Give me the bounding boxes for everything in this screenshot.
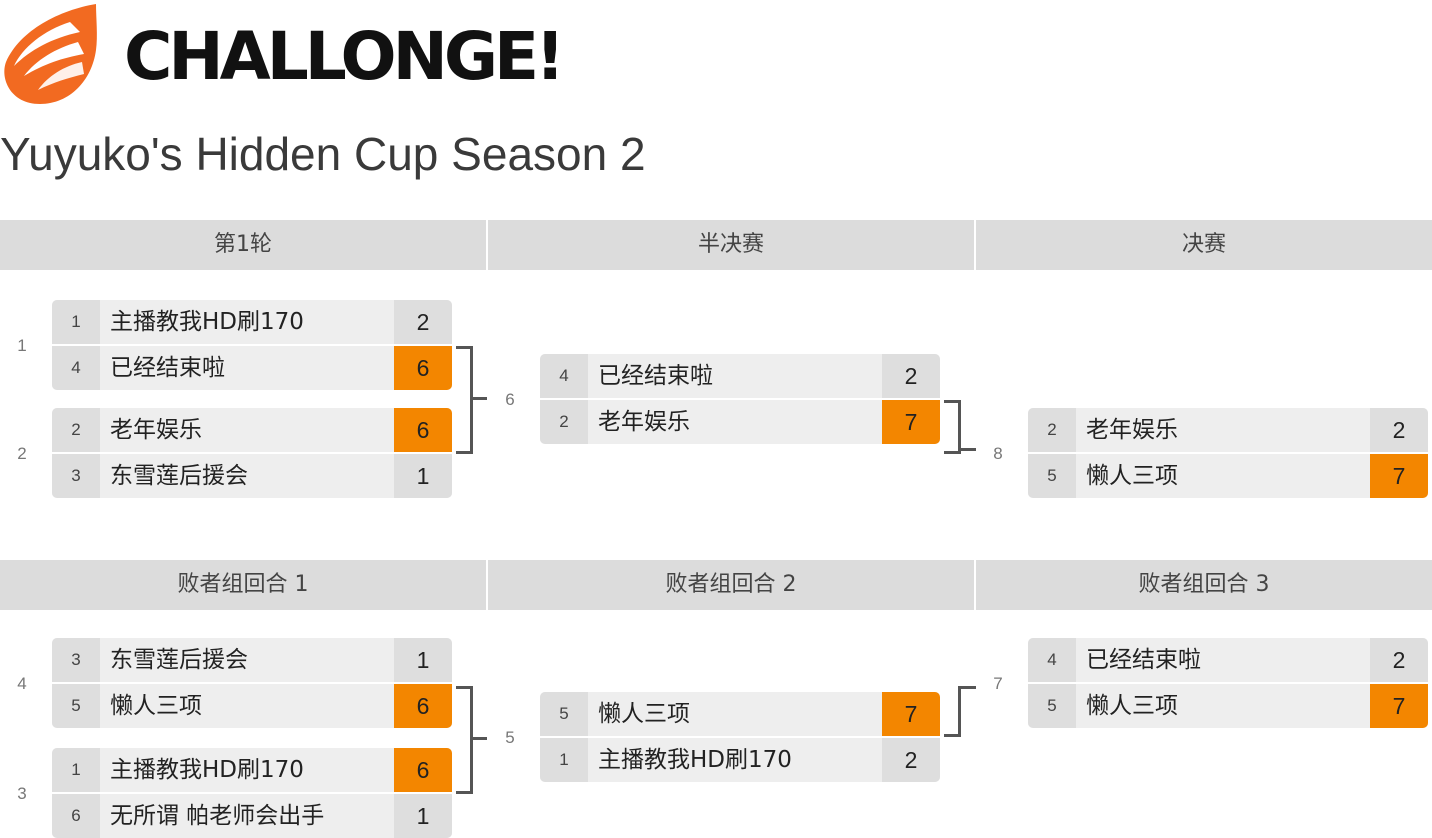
match-card[interactable]: 2 老年娱乐 2 5 懒人三项 7 [1028, 408, 1428, 498]
player-name: 已经结束啦 [1086, 647, 1201, 673]
player-seed: 5 [540, 692, 588, 736]
player-name: 懒人三项 [1086, 463, 1178, 489]
match-player-row[interactable]: 5 懒人三项 7 [540, 692, 940, 736]
match-number: 4 [17, 674, 27, 693]
match-card[interactable]: 3 东雪莲后援会 1 5 懒人三项 6 [52, 638, 452, 728]
player-score: 2 [1370, 638, 1428, 682]
bracket-connector [944, 400, 961, 454]
player-seed: 3 [52, 638, 100, 682]
player-score: 2 [882, 738, 940, 782]
player-score-winner: 7 [1370, 684, 1428, 728]
round-header-winners-1: 第1轮 [0, 220, 486, 270]
player-name: 东雪莲后援会 [110, 463, 248, 489]
player-score: 2 [1370, 408, 1428, 452]
player-seed: 5 [1028, 684, 1076, 728]
bracket-connector-line [944, 734, 961, 737]
bracket-connector-line [958, 686, 976, 689]
match-player-row[interactable]: 5 懒人三项 7 [1028, 684, 1428, 728]
player-seed: 2 [1028, 408, 1076, 452]
bracket-connector [456, 346, 473, 454]
match-card[interactable]: 5 懒人三项 7 1 主播教我HD刷170 2 [540, 692, 940, 782]
match-player-row[interactable]: 2 老年娱乐 2 [1028, 408, 1428, 452]
match-card[interactable]: 4 已经结束啦 2 2 老年娱乐 7 [540, 354, 940, 444]
player-seed: 1 [540, 738, 588, 782]
round-header-winners-3: 决赛 [976, 220, 1432, 270]
player-seed: 1 [52, 748, 100, 792]
player-name: 已经结束啦 [598, 363, 713, 389]
player-name: 主播教我HD刷170 [110, 757, 304, 783]
challonge-flame-icon [4, 4, 97, 104]
brand-name: CHALLONGE! [124, 18, 565, 95]
match-player-row[interactable]: 1 主播教我HD刷170 2 [540, 738, 940, 782]
match-player-row[interactable]: 4 已经结束啦 6 [52, 346, 452, 390]
player-score: 2 [882, 354, 940, 398]
match-card[interactable]: 2 老年娱乐 6 3 东雪莲后援会 1 [52, 408, 452, 498]
player-score-winner: 7 [882, 692, 940, 736]
player-name: 老年娱乐 [110, 417, 202, 443]
match-card[interactable]: 1 主播教我HD刷170 2 4 已经结束啦 6 [52, 300, 452, 390]
bracket-connector [456, 686, 473, 794]
round-header-losers-2: 败者组回合 2 [488, 560, 974, 610]
match-number: 2 [17, 444, 27, 463]
player-name: 懒人三项 [110, 693, 202, 719]
match-player-row[interactable]: 4 已经结束啦 2 [1028, 638, 1428, 682]
player-score: 1 [394, 794, 452, 838]
player-score-winner: 6 [394, 346, 452, 390]
player-name: 懒人三项 [1086, 693, 1178, 719]
match-card[interactable]: 1 主播教我HD刷170 6 6 无所谓 帕老师会出手 1 [52, 748, 452, 838]
match-number: 5 [505, 728, 515, 747]
player-score-winner: 6 [394, 408, 452, 452]
match-number: 1 [17, 336, 27, 355]
player-name: 主播教我HD刷170 [110, 309, 304, 335]
player-seed: 5 [1028, 454, 1076, 498]
match-player-row[interactable]: 4 已经结束啦 2 [540, 354, 940, 398]
player-name: 懒人三项 [598, 701, 690, 727]
match-player-row[interactable]: 3 东雪莲后援会 1 [52, 638, 452, 682]
player-seed: 4 [540, 354, 588, 398]
match-player-row[interactable]: 6 无所谓 帕老师会出手 1 [52, 794, 452, 838]
player-seed: 3 [52, 454, 100, 498]
round-header-losers-3: 败者组回合 3 [976, 560, 1432, 610]
match-player-row[interactable]: 1 主播教我HD刷170 6 [52, 748, 452, 792]
match-number: 7 [993, 674, 1003, 693]
player-name: 已经结束啦 [110, 355, 225, 381]
bracket-connector-line [958, 448, 976, 451]
match-number: 6 [505, 390, 515, 409]
player-seed: 2 [52, 408, 100, 452]
player-name: 老年娱乐 [1086, 417, 1178, 443]
player-name: 东雪莲后援会 [110, 647, 248, 673]
match-player-row[interactable]: 3 东雪莲后援会 1 [52, 454, 452, 498]
challonge-logo[interactable]: CHALLONGE! [0, 0, 620, 110]
player-name: 无所谓 帕老师会出手 [110, 803, 325, 829]
player-seed: 4 [52, 346, 100, 390]
player-score-winner: 7 [1370, 454, 1428, 498]
player-seed: 4 [1028, 638, 1076, 682]
match-card[interactable]: 4 已经结束啦 2 5 懒人三项 7 [1028, 638, 1428, 728]
player-name: 主播教我HD刷170 [598, 747, 792, 773]
match-player-row[interactable]: 2 老年娱乐 6 [52, 408, 452, 452]
round-header-winners-2: 半决赛 [488, 220, 974, 270]
match-number: 8 [993, 444, 1003, 463]
player-seed: 2 [540, 400, 588, 444]
match-player-row[interactable]: 5 懒人三项 6 [52, 684, 452, 728]
player-score: 1 [394, 454, 452, 498]
player-score: 1 [394, 638, 452, 682]
player-score-winner: 6 [394, 748, 452, 792]
player-score-winner: 6 [394, 684, 452, 728]
match-player-row[interactable]: 1 主播教我HD刷170 2 [52, 300, 452, 344]
player-score-winner: 7 [882, 400, 940, 444]
match-player-row[interactable]: 2 老年娱乐 7 [540, 400, 940, 444]
round-header-losers-1: 败者组回合 1 [0, 560, 486, 610]
player-score: 2 [394, 300, 452, 344]
match-number: 3 [17, 784, 27, 803]
player-name: 老年娱乐 [598, 409, 690, 435]
match-player-row[interactable]: 5 懒人三项 7 [1028, 454, 1428, 498]
player-seed: 1 [52, 300, 100, 344]
player-seed: 6 [52, 794, 100, 838]
tournament-title: Yuyuko's Hidden Cup Season 2 [0, 128, 646, 180]
bracket-connector-line [958, 686, 961, 737]
bracket-connector-line [473, 737, 487, 740]
bracket-connector-line [473, 397, 487, 400]
player-seed: 5 [52, 684, 100, 728]
